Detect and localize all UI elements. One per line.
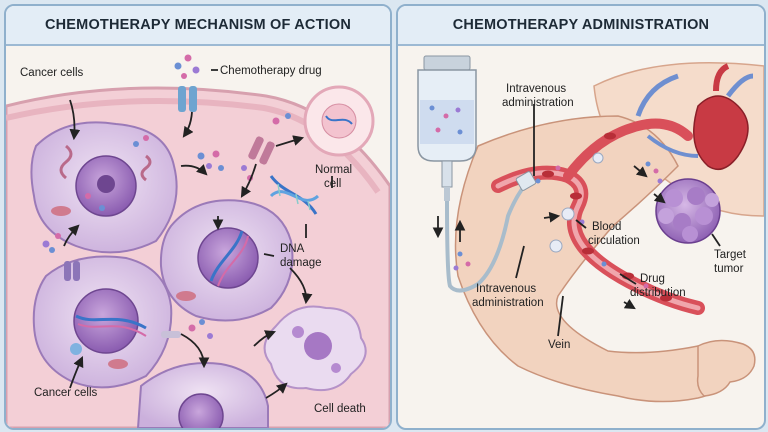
hand [696,339,756,397]
label-blood-circulation-2: circulation [588,235,640,247]
label-target-tumor-2: tumor [714,263,744,275]
label-blood-circulation-1: Blood [592,221,621,233]
administration-title: CHEMOTHERAPY ADMINISTRATION [452,17,710,33]
vein-highlight [495,170,701,311]
label-dna-damage-2: damage [280,257,322,269]
drug-channel-top [178,86,197,112]
drug-channel-middle [248,136,275,165]
cancer-cell-bottom-center [136,361,269,428]
cancer-cell-bottom-left [32,255,173,389]
label-normal-cell-1: Normal [315,164,352,176]
iv-bag [417,55,477,201]
label-cancer-cells-top: Cancer cells [20,67,84,79]
label-iv-top-2: administration [502,97,574,109]
mechanism-title: CHEMOTHERAPY MECHANISM OF ACTION [44,17,352,33]
blood-cells [542,132,672,302]
mechanism-header: CHEMOTHERAPY MECHANISM OF ACTION [6,6,390,46]
label-cancer-cells-bottom: Cancer cells [34,387,98,399]
artery [563,118,693,181]
process-arrows [63,69,333,399]
label-dna-damage-1: DNA [280,243,305,255]
label-target-tumor-1: Target [714,249,747,261]
mechanism-illustration: Cancer cells Chemotherapy drug Normal ce… [6,54,390,428]
flow-arrows [432,104,721,337]
vein-blue-branch [646,134,699,158]
label-vein: Vein [548,339,570,351]
dying-cell [263,305,367,392]
iv-catheter [515,171,537,191]
label-drug-distribution-2: distribution [630,287,686,299]
dna-helix-damage [269,175,320,215]
cancer-cell-top-left [30,121,178,254]
label-iv-bottom-1: Intravenous [476,283,536,295]
normal-cell [303,85,375,157]
cancer-cell-center [159,199,294,322]
drug-channel-right [161,331,181,338]
label-drug-distribution-1: Drug [640,273,665,285]
drug-particles-blood [453,161,663,289]
label-iv-top-1: Intravenous [506,83,566,95]
drug-channel-left [64,261,80,281]
mechanism-panel: CHEMOTHERAPY MECHANISM OF ACTION [4,4,392,430]
label-normal-cell-2: cell [324,178,341,190]
iv-tube [445,182,528,293]
label-iv-bottom-2: administration [472,297,544,309]
label-cell-death: Cell death [314,403,366,415]
label-chemotherapy-drug: Chemotherapy drug [220,65,322,77]
administration-panel: CHEMOTHERAPY ADMINISTRATION [396,4,766,430]
vein-blue-upper [635,73,679,117]
heart [693,63,754,171]
administration-illustration: Intravenous administration Blood circula… [417,55,764,403]
target-tumor [655,178,721,244]
administration-header: CHEMOTHERAPY ADMINISTRATION [398,6,764,46]
